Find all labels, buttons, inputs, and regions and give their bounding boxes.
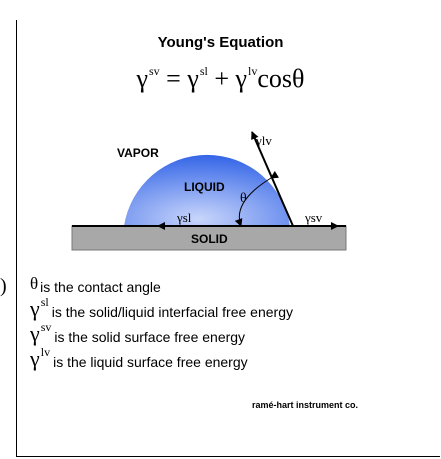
definition-gamma-sv-sup: sv [40,320,52,334]
definition-gamma-lv-glyph: γ [30,346,40,371]
definition-text-gamma-sv: is the solid surface free energy [54,329,246,345]
theta-label: θ [240,191,247,206]
equation-term2-gamma: γ [235,64,248,93]
contact-angle-arc [234,170,280,227]
figure-frame [16,20,440,457]
definition-gamma-sl-glyph: γ [30,296,40,321]
definition-row-gamma-sl: γsl is the solid/liquid interfacial free… [30,295,293,320]
left-bracket-mark: ) [0,275,7,297]
liquid-label: LIQUID [184,180,225,194]
equation-term1-gamma: γ [187,64,199,93]
contact-angle-diagram: VAPOR LIQUID SOLID θ γlv γsl γsv [71,131,347,251]
equation-lhs-gamma: γ [136,64,149,93]
page-title: Young's Equation [157,34,284,51]
vapor-label: VAPOR [117,146,159,160]
definition-text-gamma-lv: is the liquid surface free energy [53,354,248,370]
equation-cos-theta: cosθ [257,64,305,93]
equation-term2-sup: lv [248,64,258,78]
definition-text-theta: is the contact angle [40,279,161,295]
credit-text: ramé-hart instrument co. [252,400,359,410]
definition-row-theta: θ is the contact angle [30,270,293,295]
equation-equals: = [166,64,181,93]
young-equation: γsv = γsl + γlvcosθ [0,64,441,94]
definition-gamma-sv-glyph: γ [30,321,40,346]
definition-symbol-gamma-sl: γsl [30,291,49,320]
definition-symbol-gamma-lv: γlv [30,341,50,370]
definition-symbol-theta: θ [30,274,39,293]
definitions-list: θ is the contact angle γsl is the solid/… [30,270,293,370]
gamma-sl-label: γsl [176,210,192,225]
gamma-lv-label: γlv [255,133,272,148]
definition-text-gamma-sl: is the solid/liquid interfacial free ene… [51,304,293,320]
equation-lhs-sup: sv [149,64,160,78]
definition-gamma-lv-sup: lv [40,345,51,359]
definition-row-gamma-lv: γlv is the liquid surface free energy [30,345,293,370]
definition-row-gamma-sv: γsv is the solid surface free energy [30,320,293,345]
definition-gamma-sl-sup: sl [40,295,49,309]
equation-term1-sup: sl [199,64,208,78]
gamma-sv-label: γsv [304,210,323,225]
definition-symbol-gamma-sv: γsv [30,316,51,345]
solid-label: SOLID [191,232,228,246]
equation-plus: + [214,64,230,93]
